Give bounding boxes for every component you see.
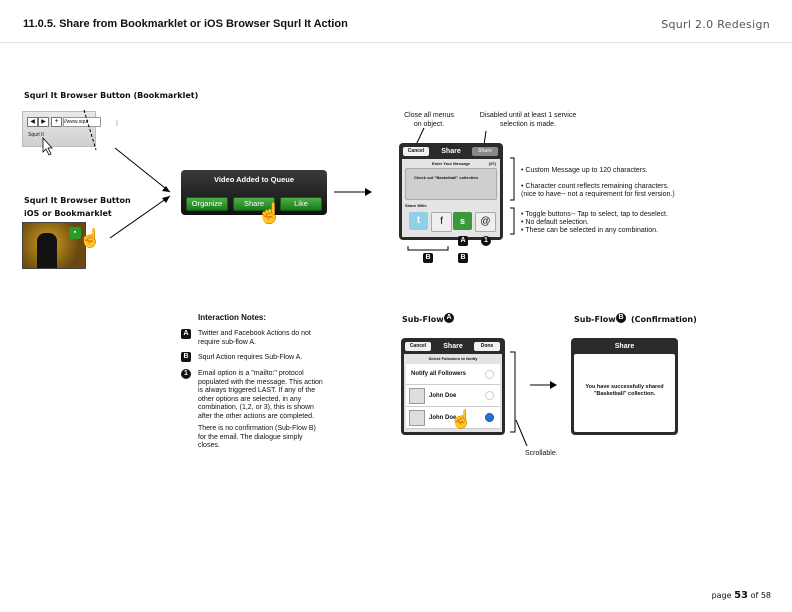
row-label: John Doe: [429, 414, 457, 421]
video-thumbnail-image: ▪: [22, 222, 86, 269]
email-toggle[interactable]: @: [475, 212, 496, 232]
note-char-count: • Character count reflects remaining cha…: [521, 183, 669, 190]
note-toggle: • Toggle buttons-- Tap to select, tap to…: [521, 211, 668, 218]
radio-checked-icon[interactable]: [485, 413, 494, 422]
bookmarklet-button[interactable]: Squrl It: [28, 132, 44, 138]
dialog-title: Share: [443, 343, 463, 350]
row-label: Notify all Followers: [411, 371, 467, 377]
organize-button[interactable]: Organize: [186, 197, 228, 211]
note-no-default: • No default selection.: [521, 219, 589, 226]
note-custom-message: • Custom Message up to 120 characters.: [521, 167, 648, 174]
confirmation-body: You have successfully shared "Basketball…: [574, 354, 675, 432]
queue-panel: Video Added to Queue Organize Share Like: [181, 170, 327, 215]
followers-list: Select Followers to Notify Notify all Fo…: [404, 354, 502, 432]
marker-a: A: [458, 236, 468, 246]
scrollable-note: Scrollable.: [525, 450, 558, 457]
header-divider: [0, 42, 792, 43]
back-icon[interactable]: ◀: [27, 117, 38, 127]
like-button[interactable]: Like: [280, 197, 322, 211]
hand-pointer-icon: ☝: [79, 228, 102, 248]
marker-b: B: [423, 253, 433, 263]
subflow-b-dialog: Share You have successfully shared "Bask…: [571, 338, 678, 435]
character-count: (97): [488, 161, 496, 166]
cancel-button[interactable]: Cancel: [405, 342, 431, 351]
disabled-until-callout: Disabled until at least 1 service select…: [479, 112, 577, 128]
squrl-toggle[interactable]: s: [453, 212, 472, 230]
message-label: Enter Your Message: [432, 161, 471, 166]
facebook-toggle[interactable]: f: [431, 212, 452, 232]
marker-b: B: [181, 352, 191, 362]
select-followers-label: Select Followers to Notify: [428, 356, 478, 361]
note-1: Email option is a "mailto:" protocol pop…: [198, 370, 323, 420]
forward-icon[interactable]: ▶: [38, 117, 49, 127]
document-title: Squrl 2.0 Redesign: [661, 18, 770, 31]
browser-toolbar-image: ◀ ▶ + //www.squr Squrl It: [22, 111, 101, 147]
note-a: Twitter and Facebook Actions do not requ…: [198, 330, 311, 346]
hand-pointer-icon: ☝: [450, 409, 473, 429]
avatar: [409, 409, 425, 426]
note-combination: • These can be selected in any combinati…: [521, 227, 658, 234]
marker-1: 1: [181, 369, 191, 379]
ios-label-line1: Squrl It Browser Button: [24, 196, 131, 205]
radio-icon[interactable]: [485, 369, 494, 379]
marker-b: B: [458, 253, 468, 263]
ios-label-line2: iOS or Bookmarklet: [24, 209, 112, 218]
queue-title: Video Added to Queue: [213, 175, 294, 184]
avatar: [409, 387, 425, 404]
note-nice-to-have: (nice to have-- not a requirement for fi…: [521, 191, 675, 198]
note-b: Squrl Action requires Sub-Flow A.: [198, 354, 303, 361]
done-button[interactable]: Done: [474, 342, 500, 351]
interaction-notes-title: Interaction Notes:: [198, 313, 267, 322]
hand-pointer-icon: ☝: [257, 203, 282, 225]
message-text: Check out "Basketball" collection: [414, 175, 479, 180]
note-1b: There is no confirmation (Sub-Flow B) fo…: [198, 425, 316, 449]
twitter-toggle[interactable]: t: [409, 212, 428, 230]
subflow-b-label: Sub-Flow: [574, 315, 616, 324]
marker-a: A: [181, 329, 191, 339]
squrl-it-icon[interactable]: ▪: [69, 227, 81, 239]
list-item[interactable]: John Doe: [406, 385, 500, 407]
marker-1: 1: [481, 236, 491, 246]
share-button[interactable]: Share: [233, 197, 275, 211]
dialog-body: Enter Your Message (97) Check out "Baske…: [402, 159, 500, 237]
confirmation-label: (Confirmation): [631, 315, 697, 324]
share-dialog: Cancel Share Share Enter Your Message (9…: [399, 143, 503, 240]
marker-b: B: [616, 313, 626, 323]
url-field[interactable]: //www.squr: [63, 117, 101, 127]
bookmarklet-label: Squrl It Browser Button (Bookmarklet): [24, 91, 199, 100]
figure-silhouette: [37, 233, 57, 268]
list-item[interactable]: John Doe: [406, 407, 500, 429]
page-total: of 58: [750, 591, 771, 600]
page-title: 11.0.5. Share from Bookmarklet or iOS Br…: [23, 18, 348, 30]
subflow-a-dialog: Cancel Share Done Select Followers to No…: [401, 338, 505, 435]
page-num: 53: [734, 590, 749, 601]
page-word: page: [711, 591, 732, 600]
dialog-title: Share: [441, 148, 461, 155]
message-input[interactable]: Check out "Basketball" collection: [405, 168, 497, 200]
radio-icon[interactable]: [485, 391, 494, 400]
row-label: John Doe: [429, 392, 457, 399]
share-with-label: Share With:: [405, 203, 428, 208]
confirmation-message: You have successfully shared "Basketball…: [585, 384, 664, 397]
marker-a: A: [444, 313, 454, 323]
subflow-a-label: Sub-Flow: [402, 315, 444, 324]
add-tab-icon[interactable]: +: [51, 117, 62, 127]
cancel-button[interactable]: Cancel: [403, 147, 429, 156]
close-menus-callout: Close all menus on object.: [404, 112, 454, 128]
share-submit-button[interactable]: Share: [472, 147, 498, 156]
page-number: page 53 of 58: [712, 590, 771, 601]
list-item[interactable]: Notify all Followers: [406, 364, 500, 385]
dialog-title: Share: [614, 343, 635, 350]
